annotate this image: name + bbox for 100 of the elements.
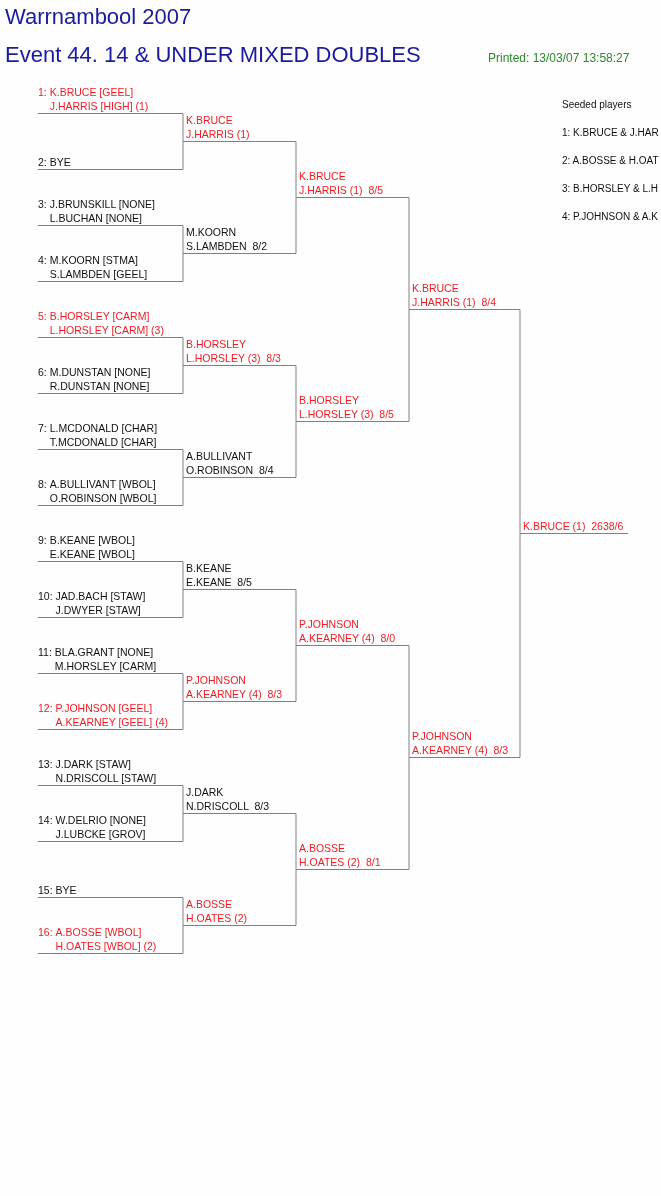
player-name: A.BOSSE [WBOL] <box>55 925 143 939</box>
seeded-heading: Seeded players <box>562 99 632 111</box>
player-name: P.JOHNSON <box>186 673 247 687</box>
player-name: M.KOORN <box>186 225 238 239</box>
bracket-connector <box>182 477 184 506</box>
bracket-connector <box>295 197 297 254</box>
event-title: Event 44. 14 & UNDER MIXED DOUBLES <box>5 42 421 68</box>
seed-number: 4: <box>38 253 47 267</box>
player-name: BLA.GRANT [NONE] <box>54 645 155 659</box>
result-line: J.HARRIS (1) <box>186 127 250 141</box>
player-name: M.KOORN [STMA] <box>49 253 139 267</box>
result-line: H.OATES (2) 8/1 <box>299 855 381 869</box>
bracket-connector <box>182 365 184 394</box>
result-line: A.KEARNEY (4) 8/0 <box>299 631 396 645</box>
player-name: A.BULLIVANT [WBOL] <box>49 477 157 491</box>
player-name: P.JOHNSON <box>299 617 360 631</box>
bracket-connector <box>295 365 297 422</box>
bracket-connector <box>182 897 184 926</box>
result-line: J.HARRIS (1) 8/5 <box>299 183 384 197</box>
player-name: J.BRUNSKILL [NONE] <box>49 197 155 211</box>
bracket-connector <box>408 757 410 870</box>
player-name: W.DELRIO [NONE] <box>55 813 147 827</box>
bracket-connector <box>295 869 297 926</box>
player-name: H.OATES [WBOL] (2) <box>55 939 157 953</box>
result-line: K.BRUCE (1) 2638/6 <box>523 519 624 533</box>
player-name: O.ROBINSON [WBOL] <box>49 491 157 505</box>
bracket-connector <box>182 449 184 478</box>
player-name: JAD.BACH [STAW] <box>55 589 146 603</box>
seed-number: 1: <box>38 85 47 99</box>
player-name: B.KEANE [WBOL] <box>49 533 135 547</box>
result-line: L.HORSLEY (3) 8/5 <box>299 407 394 421</box>
result-line: H.OATES (2) <box>186 911 248 925</box>
player-name: L.HORSLEY [CARM] (3) <box>49 323 164 337</box>
seed-number: 8: <box>38 477 47 491</box>
bracket-connector <box>519 533 521 758</box>
seed-number: 16: <box>38 925 53 939</box>
player-name: K.BRUCE [GEEL] <box>49 85 135 99</box>
bracket-connector <box>182 225 184 254</box>
bracket-connector <box>295 589 297 646</box>
result-line: O.ROBINSON 8/4 <box>186 463 274 477</box>
seeded-entry: 2: A.BOSSE & H.OAT <box>562 155 659 167</box>
bracket-connector <box>295 141 297 198</box>
bracket-connector <box>408 197 410 310</box>
player-name: L.MCDONALD [CHAR] <box>49 421 158 435</box>
seeded-entry: 1: K.BRUCE & J.HAR <box>562 127 659 139</box>
result-line: S.LAMBDEN 8/2 <box>186 239 268 253</box>
player-name: K.BRUCE <box>299 169 347 183</box>
seed-number: 10: <box>38 589 53 603</box>
bracket-connector <box>408 309 410 422</box>
seed-number: 11: <box>38 645 52 659</box>
result-line: L.HORSLEY (3) 8/3 <box>186 351 281 365</box>
player-name: M.DUNSTAN [NONE] <box>49 365 151 379</box>
player-name: J.DWYER [STAW] <box>55 603 142 617</box>
seeded-entry: 3: B.HORSLEY & L.H <box>562 183 658 195</box>
player-name: L.BUCHAN [NONE] <box>49 211 143 225</box>
player-name: B.KEANE <box>186 561 233 575</box>
player-name: J.HARRIS [HIGH] (1) <box>49 99 149 113</box>
player-name: K.BRUCE <box>412 281 460 295</box>
bracket-connector <box>182 141 184 170</box>
player-name: E.KEANE [WBOL] <box>49 547 135 561</box>
seed-number: 14: <box>38 813 53 827</box>
bracket-connector <box>519 309 521 534</box>
result-line: E.KEANE 8/5 <box>186 575 252 589</box>
page-title: Warrnambool 2007 <box>5 4 192 30</box>
seed-number: 7: <box>38 421 47 435</box>
player-name: J.DARK <box>186 785 225 799</box>
bracket-connector <box>408 645 410 758</box>
result-line: J.HARRIS (1) 8/4 <box>412 295 497 309</box>
player-name: S.LAMBDEN [GEEL] <box>49 267 148 281</box>
player-name: A.KEARNEY [GEEL] (4) <box>55 715 169 729</box>
bracket-connector <box>182 253 184 282</box>
player-name: P.JOHNSON [GEEL] <box>55 701 154 715</box>
bracket-connector <box>182 337 184 366</box>
player-name: T.MCDONALD [CHAR] <box>49 435 158 449</box>
seed-number: 12: <box>38 701 53 715</box>
bracket-connector <box>182 925 184 954</box>
result-line: N.DRISCOLL 8/3 <box>186 799 270 813</box>
seed-number: 9: <box>38 533 47 547</box>
bracket-connector <box>295 421 297 478</box>
player-name: R.DUNSTAN [NONE] <box>49 379 151 393</box>
seed-number: 6: <box>38 365 47 379</box>
player-name: B.HORSLEY <box>299 393 361 407</box>
bracket-connector <box>182 561 184 590</box>
player-name: A.BULLIVANT <box>186 449 254 463</box>
player-name: M.HORSLEY [CARM] <box>54 659 157 673</box>
print-timestamp: Printed: 13/03/07 13:58:27 <box>488 51 630 65</box>
bracket-connector <box>182 785 184 814</box>
player-name: B.HORSLEY <box>186 337 248 351</box>
player-name: A.BOSSE <box>186 897 234 911</box>
seed-number: 15: <box>38 883 53 897</box>
player-name: J.LUBCKE [GROV] <box>55 827 147 841</box>
player-name: P.JOHNSON <box>412 729 473 743</box>
bracket-connector <box>182 701 184 730</box>
player-name: BYE <box>49 155 71 169</box>
bracket-connector <box>295 645 297 702</box>
player-name: N.DRISCOLL [STAW] <box>55 771 157 785</box>
player-name: J.DARK [STAW] <box>55 757 132 771</box>
seed-number: 5: <box>38 309 47 323</box>
bracket-connector <box>295 813 297 870</box>
player-name: K.BRUCE <box>186 113 234 127</box>
